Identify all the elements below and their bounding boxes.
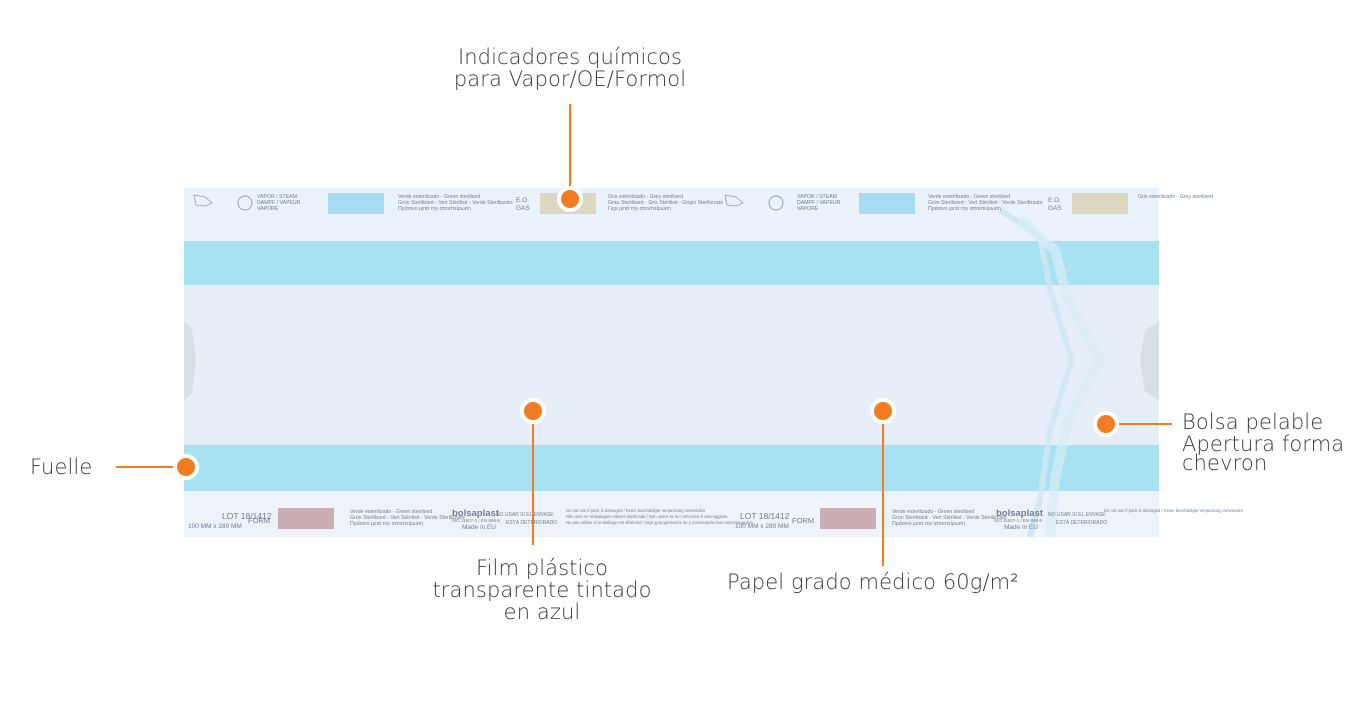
no-use-label: NO USAR SI EL ENVASE: [1048, 512, 1106, 518]
iso-label: ISO 11607-1 / EN 868-5: [452, 518, 500, 523]
callout-line: Indicadores químicos: [457, 45, 683, 69]
callout-line: en azul: [503, 600, 581, 624]
form-label: FORM: [792, 516, 814, 525]
green-sterilised-label: Πράσινο μετά την αποστείρωση: [892, 520, 965, 527]
grey-sterilised-label: Γκρι μετά την αποστείρωση: [608, 205, 671, 212]
steam-symbol-icon: [237, 195, 253, 211]
no-use-label: ESTÁ DETERIORADO: [506, 519, 557, 526]
form-indicator-box: [820, 508, 876, 529]
steam-label: VAPORE: [797, 206, 819, 212]
eo-label: GAS: [516, 205, 530, 212]
no-use-label: NO USAR SI EL ENVASE: [496, 512, 554, 518]
made-in-label: Made in EU: [1004, 524, 1038, 531]
bottom-print-repeat-1: LOT 18/1412 100 MM x 280 MM FORM Verde e…: [188, 508, 754, 531]
chevron-opening-inner: [1016, 216, 1106, 538]
callout-dot-paper: [870, 398, 896, 424]
green-sterilised-label: Verde esterilizado - Green sterilised: [398, 194, 480, 200]
steam-indicator-box: [328, 193, 384, 214]
steam-label: VAPOR / STEAM: [797, 194, 837, 200]
green-sterilised-label: Verde esterilizado - Green sterilised: [350, 509, 432, 515]
green-sterilised-label: Grün Sterilisiert - Vert Stérilisé - Ver…: [892, 515, 1007, 521]
steam-label: DAMPF / VAPEUR: [797, 200, 841, 206]
made-in-label: Made in EU: [462, 524, 496, 531]
green-sterilised-label: Πράσινο μετά την αποστείρωση: [350, 520, 423, 527]
size-label: 100 MM x 280 MM: [735, 523, 789, 530]
form-label: FORM: [248, 516, 270, 525]
grey-sterilised-label: Gris esterilizado - Grey sterilised: [1138, 194, 1213, 200]
callout-paper: Papel grado médico 60g/m²: [727, 571, 1019, 593]
top-print-repeat-2: VAPOR / STEAM DAMPF / VAPEUR VAPORE Verd…: [724, 193, 1213, 214]
eo-label: E.O.: [516, 197, 529, 204]
callout-line: Bolsa pelable: [1182, 410, 1324, 434]
callout-line: Fuelle: [30, 455, 93, 479]
grey-sterilised-label: Gris esterilizado - Grey sterilised: [608, 194, 683, 200]
callout-line: para Vapor/OE/Formol: [453, 67, 687, 91]
top-print-repeat-1: VAPOR / STEAM DAMPF / VAPEUR VAPORE Verd…: [193, 193, 723, 214]
brand-label: bolsaplast: [452, 508, 500, 519]
steam-symbol-icon: [768, 195, 784, 211]
callout-dot-chem: [557, 186, 583, 212]
top-seal-band: [184, 241, 1159, 285]
callout-dot-fuelle: [173, 454, 199, 480]
steam-indicator-box: [859, 193, 915, 214]
form-indicator-box: [278, 508, 334, 529]
lot-label: LOT 18/1412: [222, 511, 272, 521]
green-sterilised-label: Grün Sterilisiert - Vert Stérilisé - Ver…: [398, 200, 513, 206]
callout-line: Apertura forma: [1182, 432, 1345, 456]
steam-label: DAMPF / VAPEUR: [257, 200, 301, 206]
callout-chemical-indicators: Indicadores químicos para Vapor/OE/Formo…: [420, 46, 720, 90]
brand-label: bolsaplast: [996, 508, 1044, 519]
green-sterilised-label: Grün Sterilisiert - Vert Stérilisé - Ver…: [350, 515, 465, 521]
grey-sterilised-label: Grau Sterilisiert - Gris Stérilisé - Gri…: [608, 200, 723, 206]
eo-label: E.O.: [1048, 197, 1061, 204]
warning-label: Do not use if pack is damaged / Keine be…: [1104, 508, 1244, 513]
green-sterilised-label: Verde esterilizado - Green sterilised: [928, 194, 1010, 200]
eo-label: GAS: [1048, 205, 1062, 212]
warning-label: Não usar se embalagem estiver danificada…: [566, 514, 728, 519]
callout-line: Film plástico: [475, 556, 609, 580]
callout-fuelle: Fuelle: [30, 456, 92, 478]
green-sterilised-label: Πράσινο μετά την αποστείρωση: [398, 205, 471, 212]
eo-indicator-box: [1072, 193, 1128, 214]
bottom-seal-band: [184, 445, 1159, 491]
chevron-notch: [1140, 322, 1159, 400]
callout-line: chevron: [1182, 451, 1268, 475]
size-label: 100 MM x 280 MM: [188, 523, 242, 530]
callout-bolsa: Bolsa pelable Apertura forma chevron: [1182, 411, 1344, 474]
callout-line: Papel grado médico 60g/m²: [727, 570, 1019, 594]
green-sterilised-label: Grün Sterilisiert - Vert Stérilisé - Ver…: [928, 200, 1043, 206]
callout-line: transparente tintado: [432, 578, 652, 602]
warning-label: Do not use if pack is damaged / Keine be…: [566, 508, 706, 513]
steam-label: VAPOR / STEAM: [257, 194, 297, 200]
warning-label: Ne pas utiliser si emballage est détério…: [566, 520, 754, 525]
left-notch: [184, 322, 196, 400]
callout-film: Film plástico transparente tintado en az…: [410, 557, 674, 623]
bottom-print-strip: [184, 491, 1159, 537]
lot-label: LOT 18/1412: [740, 511, 790, 521]
callout-dot-bolsa: [1093, 411, 1119, 437]
iso-label: ISO 11607-1 / EN 868-5: [994, 518, 1042, 523]
green-sterilised-label: Verde esterilizado - Green sterilised: [892, 509, 974, 515]
steam-label: VAPORE: [257, 206, 279, 212]
callout-dot-film: [520, 398, 546, 424]
green-sterilised-label: Πράσινο μετά την αποστείρωση: [928, 205, 1001, 212]
bottom-print-repeat-2: LOT 18/1412 100 MM x 280 MM FORM Verde e…: [735, 508, 1244, 531]
no-use-label: ESTÁ DETERIORADO: [1056, 519, 1107, 526]
pouch-logo-icon: [193, 194, 213, 207]
pouch-logo-icon: [724, 194, 744, 207]
